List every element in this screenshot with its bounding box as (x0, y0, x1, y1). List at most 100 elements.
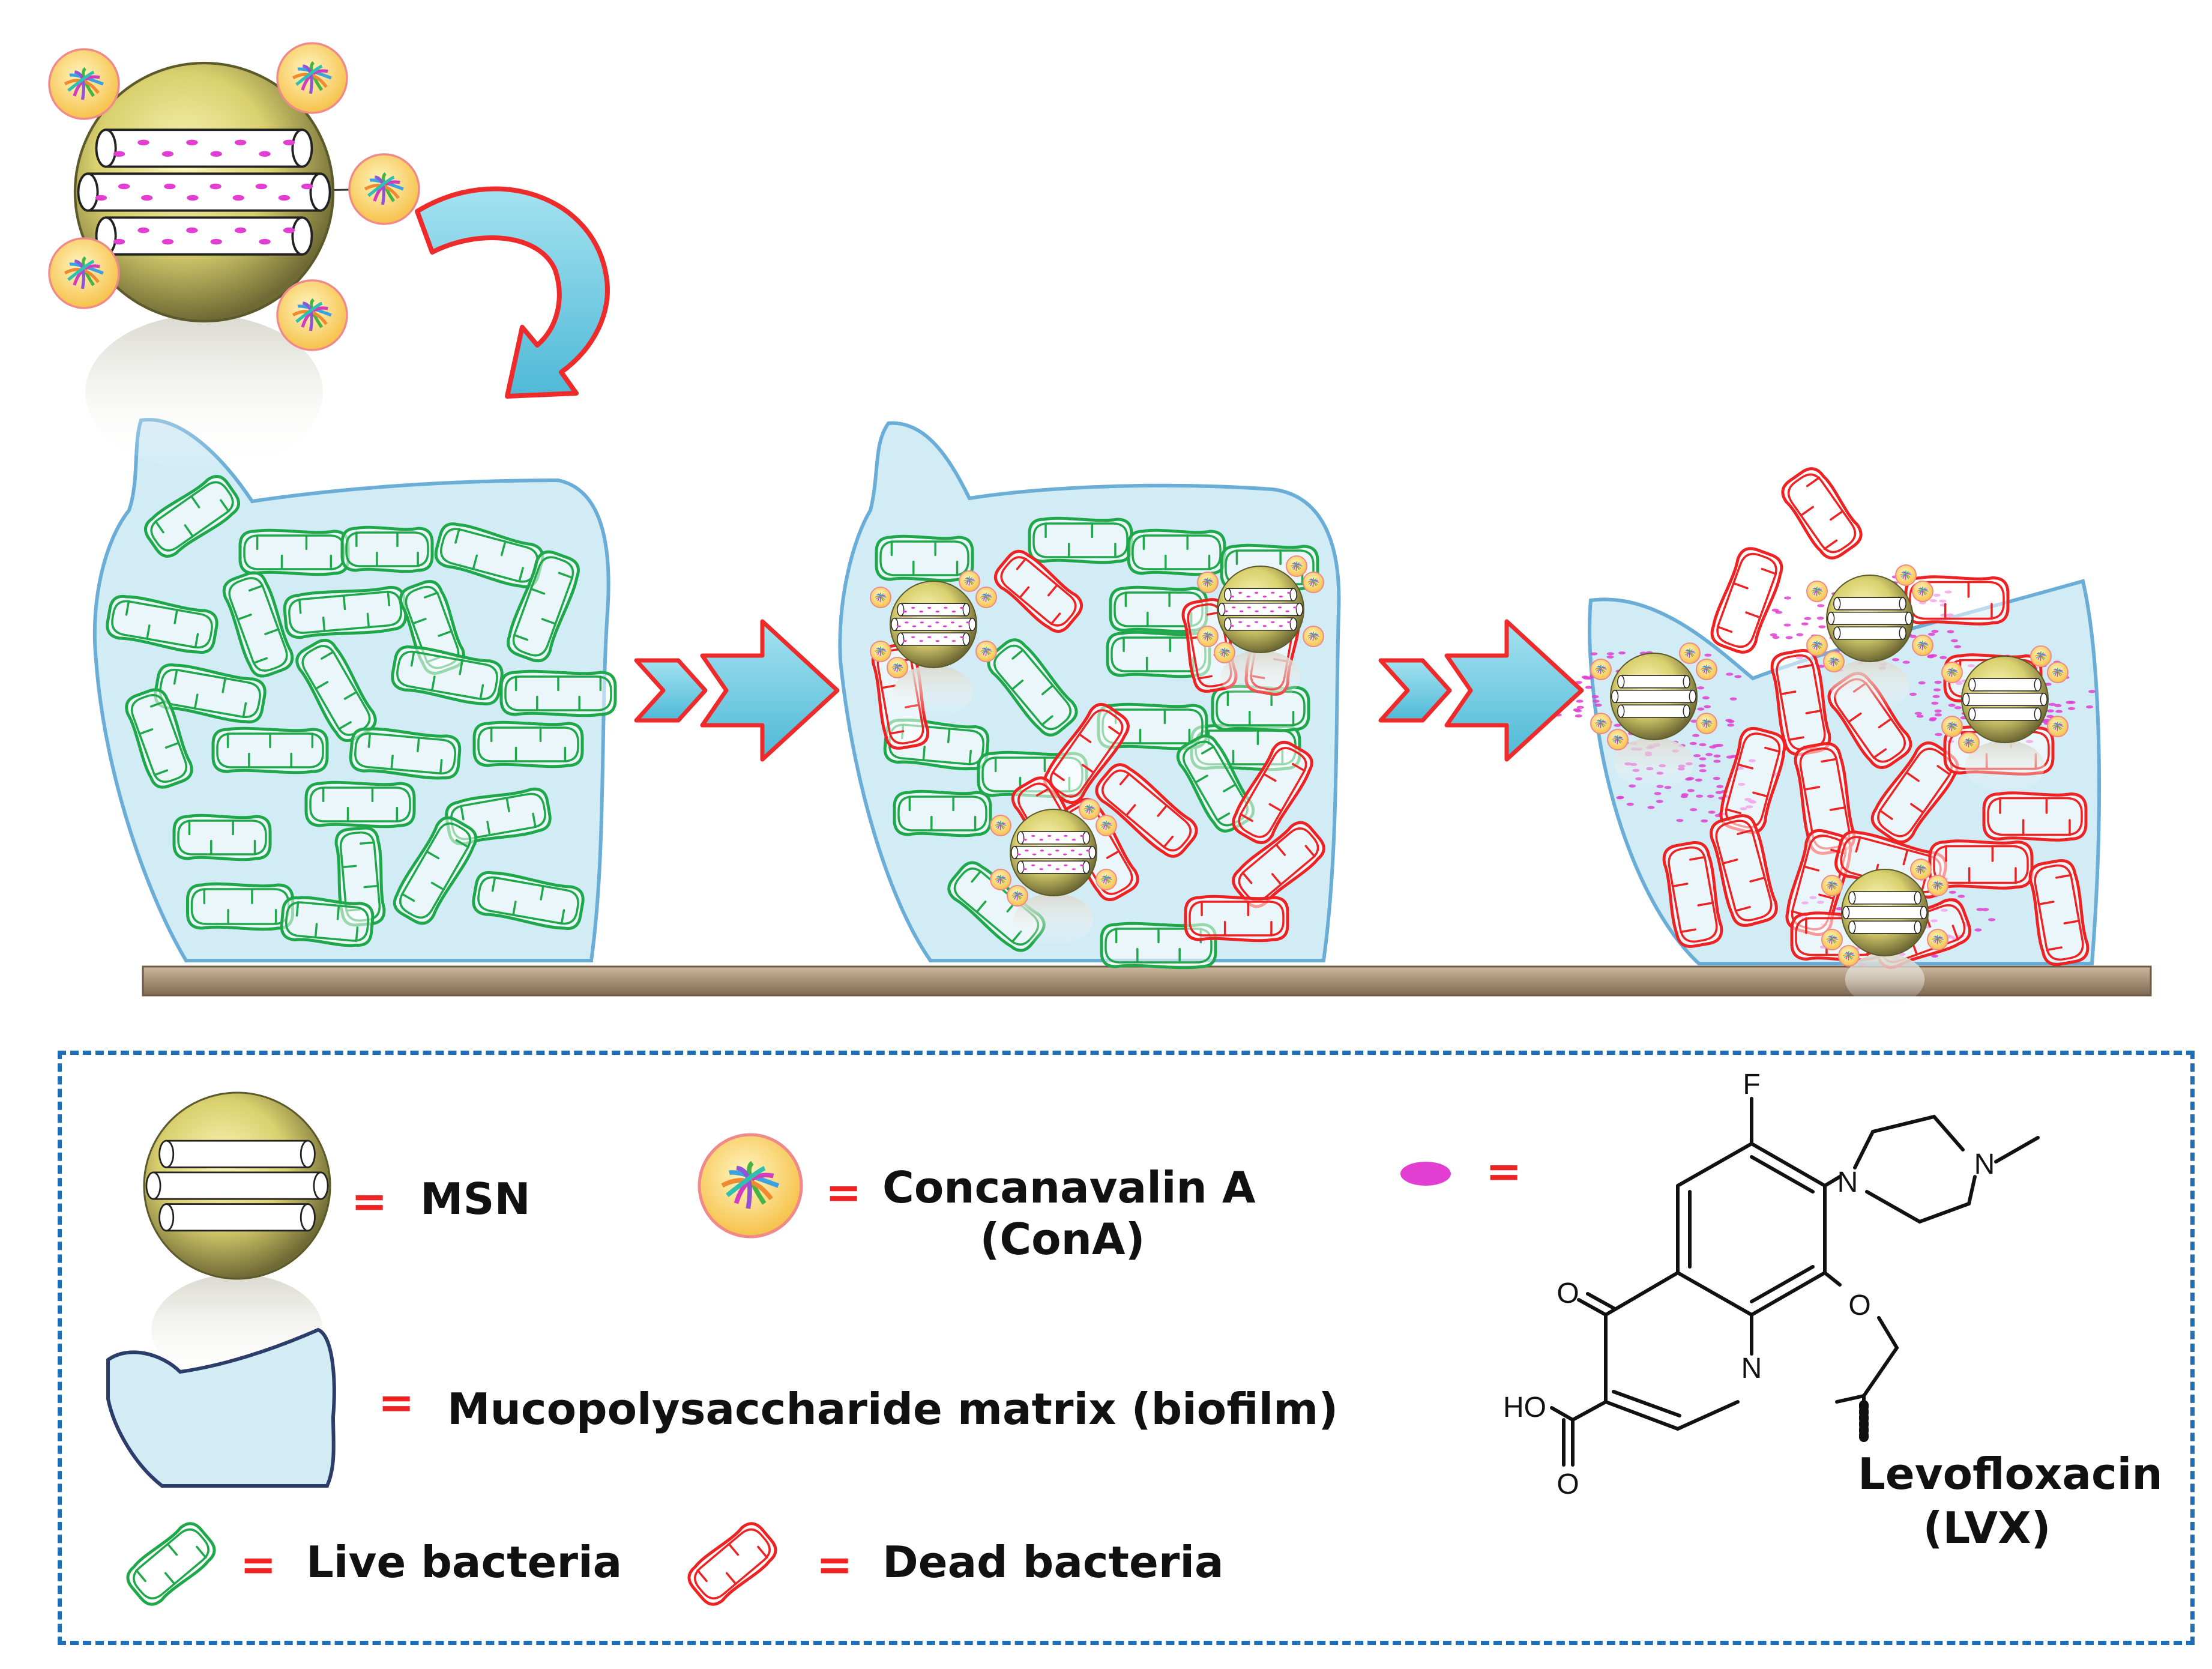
legend-biofilm-icon (106, 1327, 336, 1488)
released-drug-molecule (1696, 794, 1704, 798)
mesopore-channel (1833, 626, 1906, 640)
released-drug-molecule (1927, 654, 1935, 658)
cona-protein-icon (959, 570, 980, 592)
released-drug-molecule (1626, 803, 1634, 806)
released-drug-molecule (1934, 709, 1942, 713)
label-live: Live bacteria (306, 1537, 622, 1587)
released-drug-molecule (1616, 796, 1624, 800)
cona-protein-icon (1095, 815, 1117, 836)
mesopore-channel (1017, 831, 1090, 845)
released-drug-molecule (1785, 636, 1793, 639)
live-bacterium (472, 871, 585, 931)
cona-protein-icon (1696, 659, 1717, 680)
released-drug-molecule (1931, 954, 1939, 958)
substrate-board (142, 965, 2152, 997)
released-drug-molecule (1816, 617, 1824, 620)
cona-protein-icon (1912, 581, 1933, 602)
cona-protein-icon (1303, 626, 1324, 647)
live-bacterium (340, 525, 434, 573)
released-drug-molecule (1702, 696, 1710, 699)
released-drug-molecule (1713, 754, 1721, 758)
step-arrow-1 (634, 619, 840, 762)
legend-box (58, 1051, 2195, 1645)
released-drug-molecule (1934, 680, 1942, 684)
curved-delivery-arrow (415, 186, 610, 399)
cona-protein-icon (2047, 716, 2069, 737)
legend-drug-icon (1400, 1162, 1451, 1186)
released-drug-molecule (1699, 769, 1707, 773)
released-drug-molecule (1801, 622, 1809, 626)
mesopore-channel (1968, 707, 2042, 721)
released-drug-molecule (1729, 697, 1737, 701)
dead-bacterium (1982, 791, 2088, 842)
label-msn: MSN (420, 1174, 531, 1224)
cona-protein-icon (1806, 635, 1828, 656)
cona-protein-icon (1895, 564, 1917, 586)
released-drug-molecule (1734, 675, 1742, 678)
msn-empty-small (1961, 656, 2049, 792)
legend-dead-bacteria-icon (687, 1522, 777, 1606)
dead-bacterium (993, 549, 1083, 633)
released-drug-molecule (1988, 918, 1996, 922)
atom-n-piperazine: N (1837, 1166, 1858, 1198)
equals-cona: = (825, 1167, 862, 1218)
cona-protein-icon (1958, 732, 1980, 753)
live-bacterium (211, 726, 329, 774)
cona-protein-icon (1007, 885, 1028, 907)
live-bacterium (507, 550, 580, 663)
released-drug-molecule (1699, 757, 1707, 761)
released-drug-molecule (1576, 699, 1584, 703)
cona-protein-icon (1214, 642, 1235, 663)
cona-protein-icon (2047, 662, 2069, 683)
cona-protein-icon (276, 42, 348, 114)
released-drug-molecule (1974, 928, 1982, 932)
cona-protein-icon (1910, 859, 1932, 880)
cona-protein-icon (870, 641, 891, 662)
cona-protein-icon (348, 153, 420, 225)
released-drug-molecule (1654, 792, 1662, 795)
msn-loaded-small (890, 581, 977, 717)
live-bacterium (875, 534, 974, 582)
cona-protein-icon (1197, 572, 1219, 593)
dead-bacterium (1870, 741, 1959, 844)
mesopore-channel (897, 603, 970, 617)
atom-n-piperazine-methyl: N (1974, 1148, 1995, 1180)
loaded-msn-group (870, 555, 1324, 946)
mesopore-channel (1962, 692, 2048, 707)
cona-protein-icon (1303, 572, 1324, 593)
released-drug-molecule (1585, 686, 1593, 689)
cona-protein-icon (1590, 659, 1612, 680)
equals-matrix: = (378, 1377, 415, 1428)
dead-bacterium (1662, 841, 1723, 948)
released-drug-molecule (1783, 623, 1791, 627)
released-drug-molecule (2054, 704, 2062, 707)
released-drug-molecule (1916, 714, 1924, 718)
label-levofloxacin: Levofloxacin (LVX) (1858, 1447, 2163, 1555)
released-drug-molecule (1689, 741, 1697, 746)
released-drug-molecule (1576, 705, 1584, 709)
step-arrow-2 (1378, 619, 1584, 762)
released-drug-molecule (1695, 778, 1702, 782)
released-drug-molecule (1690, 808, 1698, 812)
released-drug-molecule (1591, 695, 1599, 698)
released-drug-molecule (1818, 625, 1826, 629)
mesopore-channel (1617, 704, 1690, 718)
cona-protein-icon (1927, 875, 1948, 896)
live-bacterium (349, 727, 462, 780)
mesopore-channel (1842, 905, 1927, 920)
cona-protein-icon (1590, 713, 1612, 734)
live-bacterium (391, 645, 504, 705)
equals-msn: = (351, 1176, 388, 1227)
cona-protein-icon (2030, 645, 2052, 667)
released-drug-molecule (1784, 596, 1792, 600)
released-drug-molecule (1575, 709, 1582, 713)
released-drug-molecule (1618, 651, 1626, 655)
released-drug-molecule (1606, 652, 1614, 656)
released-drug-molecule (1704, 653, 1712, 657)
msn-empty-small (1610, 653, 1698, 789)
cona-protein-icon (1679, 642, 1701, 664)
live-bacterium (125, 688, 193, 789)
atom-o-keto: O (1557, 1278, 1579, 1309)
equals-live: = (240, 1539, 277, 1590)
cona-protein-icon (1941, 662, 1963, 683)
